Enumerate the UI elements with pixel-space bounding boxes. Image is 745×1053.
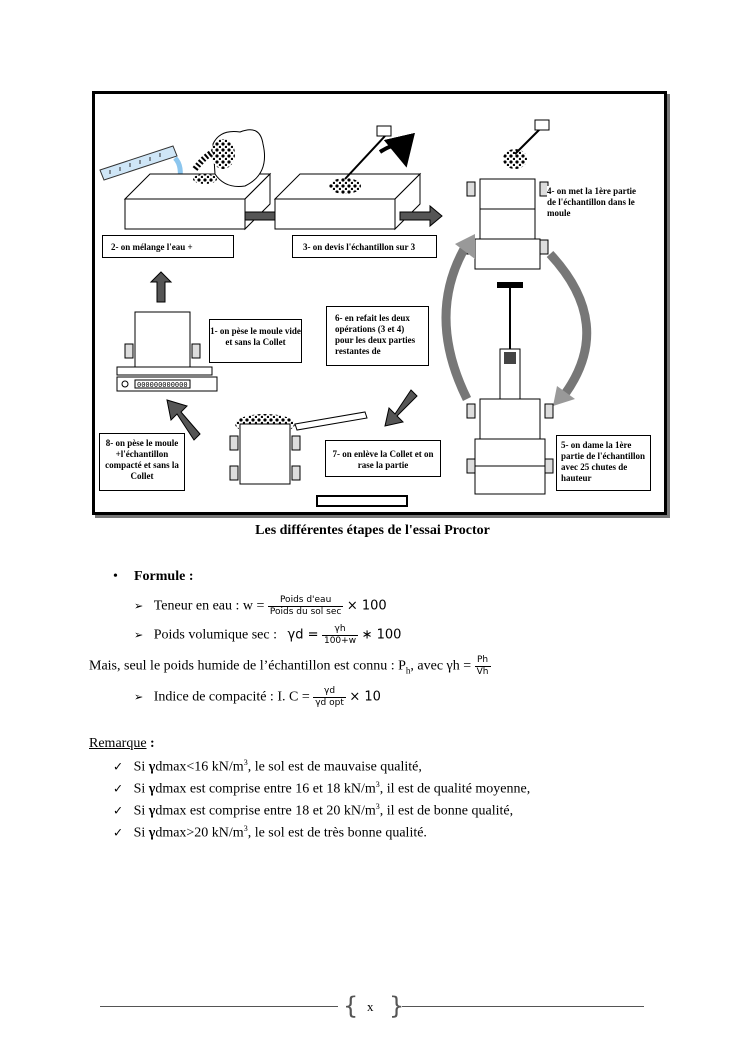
formule-bullet: • bbox=[113, 569, 118, 584]
mais-denominator: Vh bbox=[476, 667, 489, 677]
remarque-title: Remarque bbox=[89, 736, 147, 751]
page-number: x bbox=[367, 999, 374, 1014]
remarque-item: ✓ Si γdmax est comprise entre 16 et 18 k… bbox=[113, 780, 530, 798]
item-prefix: Si bbox=[133, 803, 149, 819]
scale-step1-icon: 000000000000 bbox=[116, 311, 218, 392]
step-8-label: 8- on pèse le moule +l'échantillon compa… bbox=[99, 433, 185, 491]
mais-numerator: Ph bbox=[474, 655, 491, 667]
rammer-step5-icon bbox=[466, 282, 554, 495]
poids-multiplier: ∗ 100 bbox=[361, 627, 402, 643]
step-2-label: 2- on mélange l'eau + bbox=[102, 235, 234, 258]
remarque-item: ✓ Si γdmax est comprise entre 18 et 20 k… bbox=[113, 802, 513, 820]
remarque-item: ✓ Si γdmax<16 kN/m3, le sol est de mauva… bbox=[113, 758, 422, 776]
gamma-symbol: γ bbox=[148, 759, 156, 775]
step-3-label: 3- on devis l'échantillon sur 3 bbox=[292, 235, 437, 258]
item-prefix: Si bbox=[133, 759, 149, 775]
teneur-numerator: Poids d'eau bbox=[267, 595, 344, 607]
footer-rule-right bbox=[402, 1006, 644, 1007]
teneur-denominator: Poids du sol sec bbox=[269, 607, 342, 617]
item-text: dmax est comprise entre 16 et 18 kN/m bbox=[155, 781, 376, 797]
poids-denominator: 100+w bbox=[323, 636, 357, 646]
check-icon: ✓ bbox=[113, 825, 124, 840]
item-text: dmax est comprise entre 18 et 20 kN/m bbox=[155, 803, 376, 819]
gamma-symbol: γ bbox=[148, 825, 156, 841]
footer-brace-left: { bbox=[343, 992, 359, 1020]
soil-bag-icon bbox=[192, 129, 265, 187]
mais-text: Mais, seul le poids humide de l’échantil… bbox=[89, 658, 406, 674]
item-sup: 3 bbox=[375, 780, 380, 789]
step-4-label: 4- on met la 1ère partie de l'échantillo… bbox=[547, 186, 645, 230]
gamma-symbol: γ bbox=[148, 781, 156, 797]
gamma-symbol: γ bbox=[148, 803, 156, 819]
item-post: , le sol est de mauvaise qualité, bbox=[247, 759, 422, 775]
footer-brace-right: } bbox=[389, 992, 405, 1020]
check-icon: ✓ bbox=[113, 803, 124, 818]
item-sup: 3 bbox=[375, 802, 380, 811]
item-text: dmax<16 kN/m bbox=[155, 759, 244, 775]
mould-step4-icon bbox=[466, 119, 550, 270]
indice-numerator: γd bbox=[313, 686, 346, 698]
arrow-bullet-icon: ➢ bbox=[134, 628, 144, 642]
remarque-colon: : bbox=[146, 736, 155, 751]
proctor-steps-figure: 000000000000 2- on mélange l'eau + 3- on… bbox=[92, 91, 667, 515]
item-post: , il est de qualité moyenne, bbox=[379, 781, 531, 797]
step-7-label: 7- on enlève la Collet et on rase la par… bbox=[325, 440, 441, 477]
arrow-bullet-icon: ➢ bbox=[134, 690, 144, 704]
check-icon: ✓ bbox=[113, 759, 124, 774]
indice-label: Indice de compacité : I. C = bbox=[153, 689, 310, 705]
mould-step7-icon bbox=[229, 411, 368, 485]
poids-lhs: γd = bbox=[287, 627, 319, 643]
figure-illustration: 000000000000 bbox=[99, 119, 592, 507]
remarque-item: ✓ Si γdmax>20 kN/m3, le sol est de très … bbox=[113, 824, 427, 842]
item-post: , il est de bonne qualité, bbox=[379, 803, 514, 819]
mais-avec: , avec γh = bbox=[410, 658, 472, 674]
teneur-label: Teneur en eau : w = bbox=[153, 598, 265, 614]
step-5-label: 5- on dame la 1ère partie de l'échantill… bbox=[556, 435, 651, 491]
item-sup: 3 bbox=[243, 824, 248, 833]
indice-multiplier: × 10 bbox=[349, 689, 381, 705]
formule-title: Formule : bbox=[134, 569, 194, 584]
indice-denominator: γd opt bbox=[315, 698, 344, 708]
step-1-label: 1- on pèse le moule vide et sans la Coll… bbox=[209, 319, 302, 363]
item-prefix: Si bbox=[133, 825, 149, 841]
item-sup: 3 bbox=[243, 758, 248, 767]
mais-subscript: h bbox=[405, 665, 411, 676]
mais-line: Mais, seul le poids humide de l’échantil… bbox=[89, 655, 491, 678]
scale-display: 000000000000 bbox=[137, 381, 188, 389]
poids-numerator: γh bbox=[321, 624, 359, 636]
dividing-tray-icon bbox=[273, 125, 422, 231]
item-prefix: Si bbox=[133, 781, 149, 797]
teneur-multiplier: × 100 bbox=[346, 598, 387, 614]
item-text: dmax>20 kN/m bbox=[155, 825, 244, 841]
poids-label: Poids volumique sec : bbox=[153, 627, 277, 643]
item-post: , le sol est de très bonne qualité. bbox=[247, 825, 427, 841]
check-icon: ✓ bbox=[113, 781, 124, 796]
footer-rule-left bbox=[100, 1006, 338, 1007]
figure-caption: Les différentes étapes de l'essai Procto… bbox=[255, 523, 490, 538]
arrow-bullet-icon: ➢ bbox=[134, 599, 144, 613]
remarque-heading: Remarque : bbox=[89, 736, 155, 752]
step-6-label: 6- en refait les deux opérations (3 et 4… bbox=[326, 306, 429, 366]
